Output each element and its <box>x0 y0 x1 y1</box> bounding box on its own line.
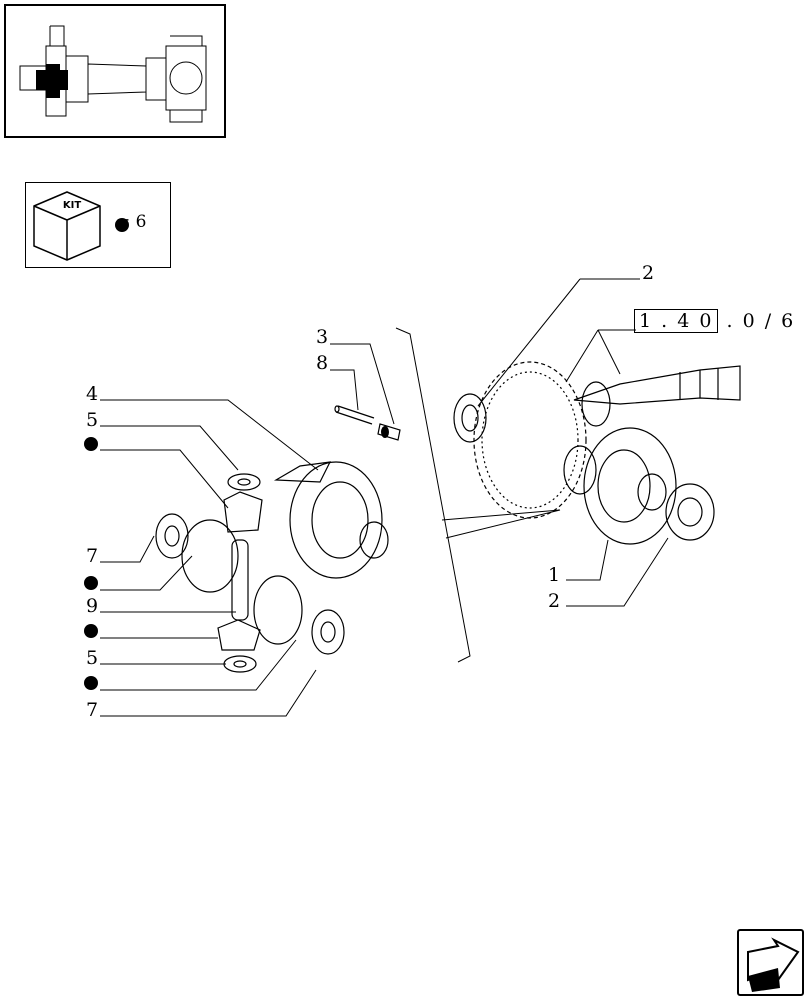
diff-case <box>583 427 677 545</box>
planet-gear-bottom <box>217 619 261 651</box>
leader-1 <box>566 539 609 581</box>
leader-2-bottom <box>566 537 669 607</box>
callout-dot-4 <box>84 676 98 690</box>
reference-code-suffix: . 0 / 6 <box>726 310 796 332</box>
separator-line <box>395 327 471 663</box>
leader-dot-1 <box>100 449 229 509</box>
axle-thumbnail <box>4 4 226 138</box>
callout-dot-3 <box>84 624 98 638</box>
side-gear-right <box>253 575 303 645</box>
pinion-gear <box>581 381 611 427</box>
pin-part <box>334 405 375 425</box>
kit-label: KIT <box>62 200 82 211</box>
leader-dot-4 <box>100 639 297 691</box>
shim-washer-bottom <box>311 609 345 655</box>
diff-housing <box>289 461 383 579</box>
leader-2-top <box>477 278 640 407</box>
kit-quantity: = 6 <box>116 212 147 232</box>
callout-7-bottom: 7 <box>86 699 99 721</box>
bearing-bottom <box>665 483 715 541</box>
leader-7-top <box>100 535 155 563</box>
reference-code[interactable]: 1 . 4 0 . 0 / 6 <box>634 309 795 333</box>
callout-dot-2 <box>84 576 98 590</box>
planet-gear-top <box>223 491 263 533</box>
callout-3: 3 <box>316 326 329 348</box>
callout-dot-1 <box>84 437 98 451</box>
leader-dot-2 <box>100 555 193 591</box>
side-gear-left <box>181 519 239 593</box>
kit-cube-icon <box>33 191 101 261</box>
shim-washer-top <box>155 513 189 559</box>
callout-7-top: 7 <box>86 545 99 567</box>
reference-code-boxed[interactable]: 1 . 4 0 <box>634 309 719 333</box>
pinion-shaft <box>573 365 741 405</box>
next-page-button[interactable] <box>737 929 804 996</box>
callout-9: 9 <box>86 595 99 617</box>
leader-5-top <box>100 425 239 471</box>
assembly-pointer <box>441 509 561 539</box>
axle-thumbnail-drawing <box>19 25 207 123</box>
leader-3 <box>330 343 395 425</box>
callout-5-top: 5 <box>86 409 99 431</box>
bushing-part <box>377 423 401 441</box>
leader-8 <box>330 369 359 411</box>
leader-ref <box>565 329 636 383</box>
bearing-top <box>453 393 487 443</box>
callout-5-bottom: 5 <box>86 647 99 669</box>
thrust-washer-bottom <box>223 655 257 673</box>
callout-4: 4 <box>86 383 99 405</box>
callout-1: 1 <box>548 564 561 586</box>
callout-2-bottom: 2 <box>548 590 561 612</box>
thrust-washer-top <box>227 473 261 491</box>
kit-legend <box>25 182 171 268</box>
cross-shaft <box>231 539 249 621</box>
callout-8: 8 <box>316 352 329 374</box>
crown-gear <box>481 371 579 509</box>
leader-7-bottom <box>100 669 317 717</box>
next-page-arrow-icon[interactable] <box>747 937 800 992</box>
callout-2-top: 2 <box>642 262 655 284</box>
leader-4 <box>100 399 319 471</box>
kit-bullet-icon <box>115 218 129 232</box>
